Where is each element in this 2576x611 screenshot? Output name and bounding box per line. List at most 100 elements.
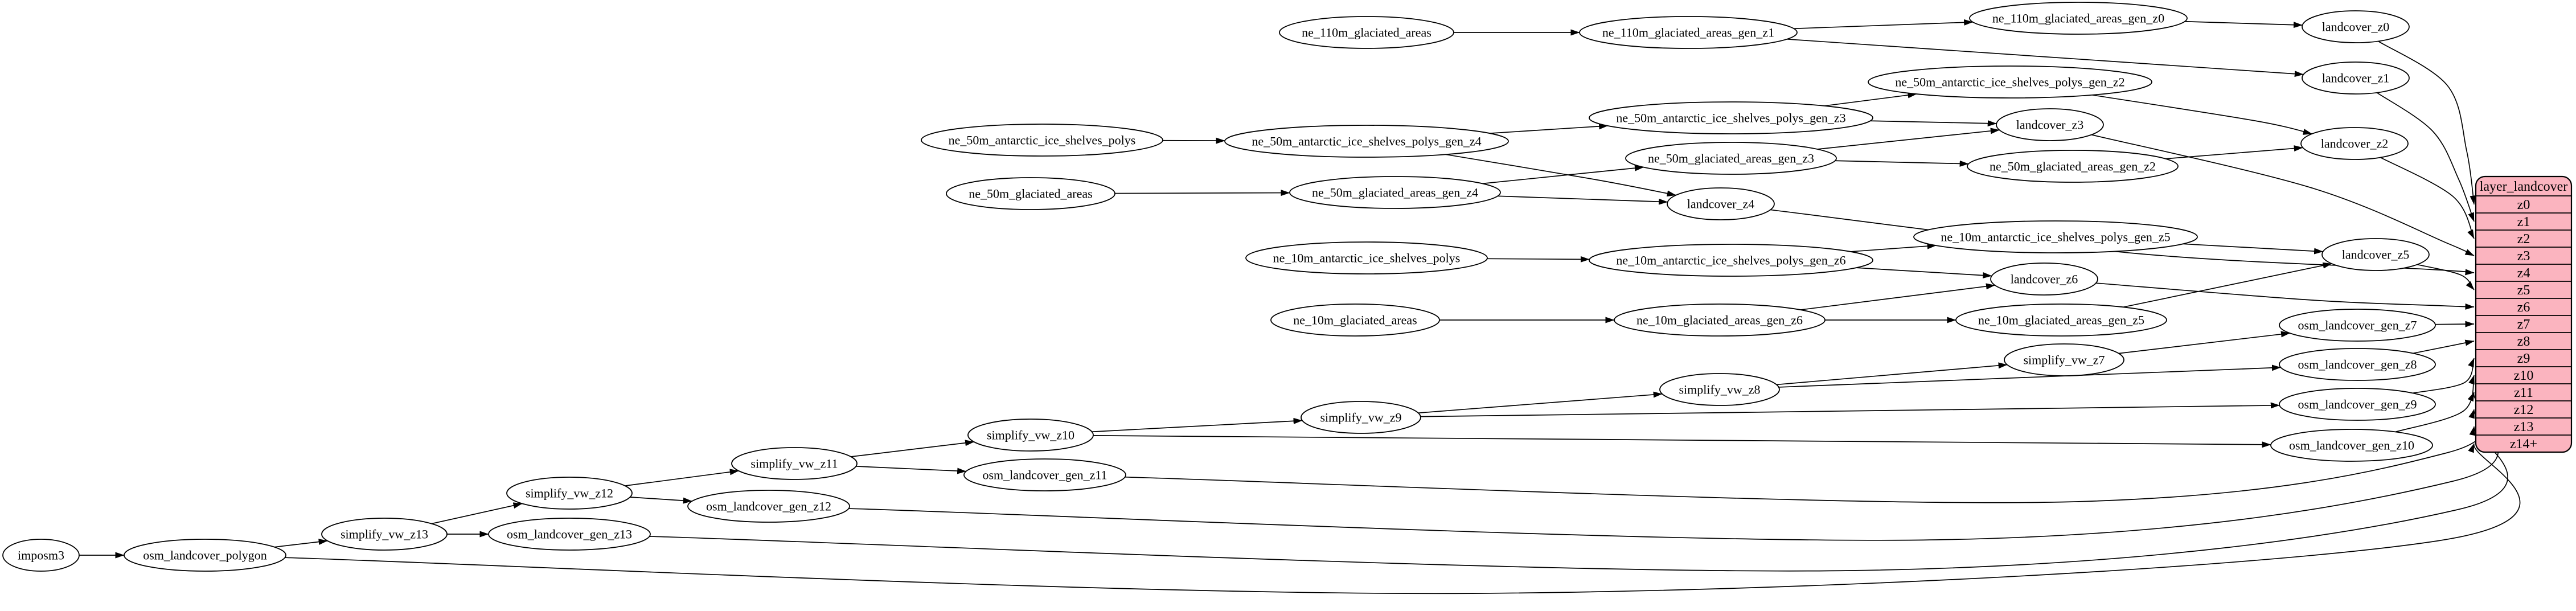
edge-osm_landcover_gen_z10--z10	[2395, 375, 2475, 433]
edge-osm_landcover_gen_z8--z8	[2413, 339, 2475, 354]
node-label: ne_10m_glaciated_areas	[1293, 313, 1417, 327]
edge-ne_50m_glaciated_areas--ne_50m_glaciated_areas_gen_z4	[1114, 190, 1290, 196]
node-ellipse	[2302, 61, 2410, 95]
node-label: osm_landcover_gen_z10	[2289, 438, 2414, 453]
edge-ne_10m_antarctic_ice_shelves_polys_gen_z5--landcover_z5	[2183, 243, 2324, 255]
edge-ne_50m_glaciated_areas_gen_z3--ne_50m_glaciated_areas_gen_z2	[1835, 160, 1969, 167]
node-label: ne_110m_glaciated_areas_gen_z0	[1992, 11, 2164, 26]
node-label: ne_10m_glaciated_areas_gen_z5	[1978, 313, 2144, 327]
edge-simplify_vw_z11--osm_landcover_gen_z11	[856, 466, 967, 474]
edge-simplify_vw_z11--simplify_vw_z10	[851, 440, 975, 457]
node-landcover_z2: landcover_z2	[2300, 127, 2409, 160]
node-ellipse	[2279, 348, 2436, 381]
node-ellipse	[1224, 125, 1509, 158]
table-row-z7: z7	[2517, 317, 2530, 332]
node-label: osm_landcover_gen_z13	[507, 527, 632, 542]
edge-ne_50m_antarctic_ice_shelves_polys_gen_z4--landcover_z4	[1445, 154, 1676, 197]
edge-ne_110m_glaciated_areas_gen_z1--ne_110m_glaciated_areas_gen_z0	[1794, 19, 1974, 30]
edge-osm_landcover_polygon--z14+	[285, 443, 2521, 594]
node-label: ne_50m_glaciated_areas_gen_z4	[1312, 186, 1478, 200]
node-ne_110m_glaciated_areas_gen_z0: ne_110m_glaciated_areas_gen_z0	[1969, 2, 2188, 35]
table-frame	[2475, 175, 2573, 453]
edge-landcover_z4--z4	[1770, 209, 2475, 276]
table-title: layer_landcover	[2480, 179, 2568, 194]
node-landcover_z6: landcover_z6	[1990, 263, 2098, 296]
node-ellipse	[2004, 343, 2124, 376]
node-imposm3: imposm3	[2, 539, 80, 572]
edge-ne_50m_glaciated_areas_gen_z4--landcover_z4	[1498, 195, 1668, 205]
edge-simplify_vw_z7--osm_landcover_gen_z7	[2118, 331, 2290, 354]
node-ellipse	[2321, 238, 2430, 271]
node-ellipse	[921, 124, 1163, 157]
table-layer: layer_landcoverz0z1z2z3z4z5z6z7z8z9z10z1…	[2475, 175, 2573, 453]
node-label: ne_10m_antarctic_ice_shelves_polys_gen_z…	[1941, 230, 2170, 244]
node-label: ne_110m_glaciated_areas	[1302, 26, 1431, 40]
node-label: simplify_vw_z12	[526, 486, 613, 501]
node-osm_landcover_gen_z10: osm_landcover_gen_z10	[2270, 429, 2433, 462]
table-row-z4: z4	[2517, 266, 2530, 281]
node-ellipse	[1589, 244, 1873, 277]
node-osm_landcover_gen_z8: osm_landcover_gen_z8	[2279, 348, 2436, 381]
node-osm_landcover_gen_z11: osm_landcover_gen_z11	[963, 458, 1126, 491]
node-label: ne_50m_antarctic_ice_shelves_polys	[949, 133, 1136, 147]
node-simplify_vw_z10: simplify_vw_z10	[967, 419, 1094, 452]
node-label: simplify_vw_z10	[987, 428, 1074, 442]
node-ellipse	[731, 447, 858, 480]
edge-simplify_vw_z9--osm_landcover_gen_z9	[1420, 402, 2280, 417]
node-ellipse	[2279, 388, 2436, 421]
node-ellipse	[488, 518, 651, 551]
node-label: ne_10m_antarctic_ice_shelves_polys_gen_z…	[1616, 253, 1845, 268]
node-label: landcover_z6	[2011, 272, 2078, 286]
edge-ne_110m_glaciated_areas_gen_z0--landcover_z0	[2184, 20, 2303, 28]
edge-layer	[79, 19, 2521, 594]
node-layer: imposm3 osm_landcover_polygon simplify_vw_…	[2, 2, 2436, 572]
node-ne_110m_glaciated_areas_gen_z1: ne_110m_glaciated_areas_gen_z1	[1579, 16, 1798, 49]
node-landcover_z4: landcover_z4	[1667, 187, 1775, 220]
edge-osm_landcover_gen_z7--z7	[2435, 321, 2475, 327]
node-ne_50m_antarctic_ice_shelves_polys_gen_z3: ne_50m_antarctic_ice_shelves_polys_gen_z…	[1589, 101, 1873, 134]
node-label: simplify_vw_z9	[1320, 411, 1402, 425]
table-row-z9: z9	[2517, 351, 2530, 366]
node-ellipse	[1996, 108, 2104, 141]
node-landcover_z0: landcover_z0	[2302, 10, 2410, 43]
node-ne_50m_antarctic_ice_shelves_polys_gen_z4: ne_50m_antarctic_ice_shelves_polys_gen_z…	[1224, 125, 1509, 158]
node-ne_50m_glaciated_areas: ne_50m_glaciated_areas	[946, 177, 1115, 210]
node-osm_landcover_gen_z13: osm_landcover_gen_z13	[488, 518, 651, 551]
edge-ne_10m_antarctic_ice_shelves_polys_gen_z6--ne_10m_antarctic_ice_shelves_polys_gen_z5	[1850, 243, 1937, 252]
node-label: osm_landcover_gen_z12	[706, 499, 831, 514]
node-ellipse	[1270, 304, 1440, 337]
table-row-z0: z0	[2517, 198, 2530, 212]
edge-ne_10m_antarctic_ice_shelves_polys_gen_z6--landcover_z6	[1856, 267, 1992, 279]
table-row-z13: z13	[2514, 420, 2534, 434]
edge-ne_50m_antarctic_ice_shelves_polys_gen_z2--landcover_z2	[2092, 94, 2312, 135]
table-row-z5: z5	[2517, 283, 2530, 298]
node-ellipse	[1301, 401, 1421, 434]
node-simplify_vw_z13: simplify_vw_z13	[321, 518, 448, 551]
edge-landcover_z5--z5	[2417, 264, 2475, 290]
node-label: ne_50m_glaciated_areas	[969, 187, 1092, 201]
node-ellipse	[1589, 101, 1873, 134]
node-ellipse	[1868, 65, 2152, 99]
edge-simplify_vw_z12--osm_landcover_gen_z12	[630, 497, 692, 504]
table-row-z2: z2	[2517, 232, 2530, 247]
node-label: ne_50m_antarctic_ice_shelves_polys_gen_z…	[1252, 134, 1481, 149]
node-ellipse	[1667, 187, 1775, 220]
node-ne_10m_antarctic_ice_shelves_polys: ne_10m_antarctic_ice_shelves_polys	[1245, 241, 1488, 274]
node-ellipse	[1913, 220, 2198, 253]
node-osm_landcover_polygon: osm_landcover_polygon	[124, 539, 286, 572]
edge-ne_110m_glaciated_areas_gen_z1--landcover_z1	[1787, 38, 2304, 77]
node-label: simplify_vw_z13	[341, 527, 428, 542]
node-label: imposm3	[18, 548, 64, 563]
node-label: osm_landcover_polygon	[143, 548, 267, 563]
node-label: ne_50m_glaciated_areas_gen_z2	[1990, 159, 2156, 174]
node-label: osm_landcover_gen_z9	[2298, 397, 2417, 412]
node-ellipse	[2302, 10, 2410, 43]
node-ellipse	[1289, 176, 1501, 209]
layer-table: layer_landcoverz0z1z2z3z4z5z6z7z8z9z10z1…	[2475, 175, 2573, 453]
node-label: landcover_z0	[2322, 20, 2390, 34]
node-ellipse	[687, 490, 850, 523]
node-label: landcover_z5	[2342, 248, 2410, 262]
edge-ne_10m_glaciated_areas_gen_z5--landcover_z5	[2123, 262, 2332, 308]
